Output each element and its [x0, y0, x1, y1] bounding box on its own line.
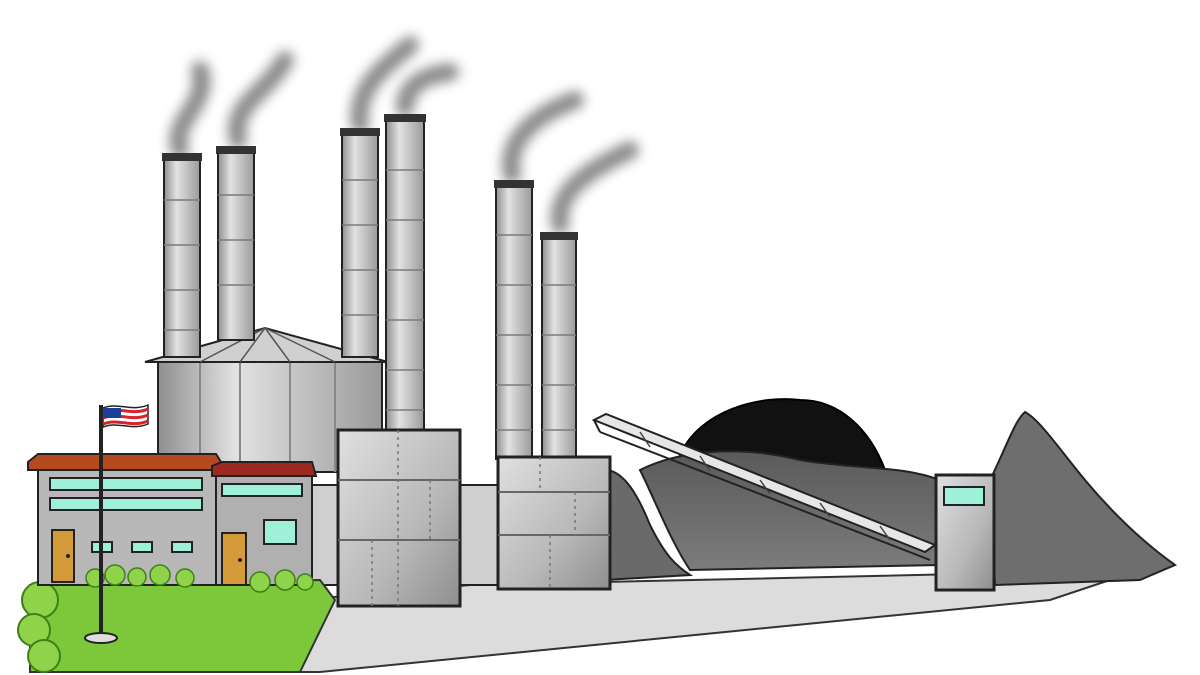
smoke-plume	[169, 61, 211, 159]
coal-pile	[604, 468, 694, 582]
shrub	[85, 564, 314, 593]
grass-lawn	[17, 578, 337, 673]
coal-pile	[638, 450, 941, 572]
smokestacks	[162, 114, 578, 460]
boiler-house	[496, 455, 612, 591]
control-booth	[934, 473, 996, 592]
smokestack	[340, 128, 380, 358]
smokestack	[162, 153, 202, 358]
smoke-plumes	[169, 36, 639, 234]
smoke-plume	[350, 36, 419, 134]
windows	[49, 477, 303, 553]
door	[51, 529, 75, 583]
smoke-plume	[396, 63, 459, 117]
smokestack	[494, 180, 534, 460]
smokestack	[540, 232, 578, 459]
flagpole	[84, 405, 118, 644]
smokestack	[216, 146, 256, 341]
smoke-plume	[227, 51, 294, 149]
office-building	[27, 453, 318, 593]
connector-corridor	[459, 484, 499, 586]
door	[221, 532, 247, 586]
shrub	[17, 581, 61, 673]
boiler-house	[336, 428, 462, 608]
connector-corridor	[311, 484, 339, 586]
smokestack	[384, 114, 426, 431]
coal-piles	[604, 398, 1178, 587]
roof	[211, 461, 318, 477]
coal-pile	[988, 410, 1178, 587]
smoke-plume	[502, 91, 584, 184]
american-flag	[102, 403, 149, 429]
roof	[27, 453, 228, 471]
smoke-plume	[550, 141, 639, 234]
